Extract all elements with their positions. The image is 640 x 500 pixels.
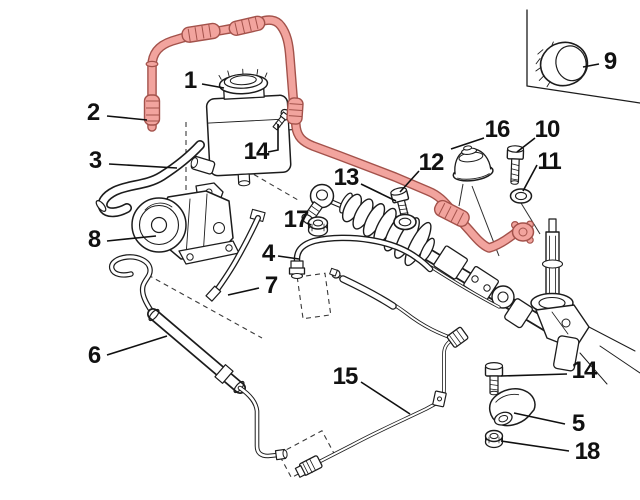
part-callout-18: 18	[574, 438, 601, 465]
reservoir-cap	[535, 41, 589, 88]
callout-leader-11	[522, 164, 538, 192]
cooler-pipe	[108, 254, 288, 461]
washer-11	[509, 188, 533, 204]
callout-leader-14	[267, 124, 279, 153]
part-callout-13: 13	[333, 164, 360, 191]
callout-leader-6	[106, 335, 168, 356]
part-callout-9: 9	[603, 48, 617, 75]
part-callout-16: 16	[484, 116, 511, 143]
part-callout-17: 17	[283, 206, 310, 233]
part-callout-15: 15	[332, 363, 359, 390]
callout-leaders	[106, 63, 600, 452]
steering-rack	[417, 218, 640, 385]
callout-leader-7	[227, 287, 260, 296]
fluid-reservoir	[190, 68, 296, 187]
steering-pump	[131, 182, 266, 265]
callout-leader-17	[306, 222, 312, 226]
callout-leader-9	[582, 63, 600, 68]
callout-leader-8	[106, 235, 157, 242]
part-callout-4: 4	[261, 240, 275, 267]
banjo-fitting	[511, 220, 535, 244]
callout-leader-2	[106, 115, 148, 121]
bolt-10	[506, 145, 525, 185]
callout-leader-5	[513, 412, 566, 425]
part-callout-8: 8	[87, 226, 101, 253]
callout-leader-15	[360, 381, 411, 415]
callout-leader-3	[108, 163, 178, 169]
part-callout-2: 2	[86, 99, 100, 126]
clamp-bracket	[488, 388, 536, 427]
suction-hose	[288, 234, 434, 280]
part-callout-5: 5	[571, 410, 585, 437]
part-callout-7: 7	[264, 272, 278, 299]
nut-18	[484, 429, 504, 449]
part-callout-14: 14	[571, 357, 598, 384]
callout-leader-1	[201, 83, 225, 89]
nut-17	[307, 216, 329, 237]
callout-leader-18	[500, 440, 570, 452]
part-callout-3: 3	[88, 147, 102, 174]
part-callout-12: 12	[418, 149, 445, 176]
part-callout-10: 10	[534, 116, 561, 143]
part-callout-1: 1	[183, 67, 197, 94]
callout-leader-12	[399, 170, 420, 193]
bolt-12-13	[390, 187, 417, 231]
part-callout-11: 11	[537, 148, 561, 175]
part-callout-14: 14	[243, 138, 270, 165]
grommet	[452, 145, 494, 182]
bolt-14-bottom	[484, 362, 504, 396]
callout-leader-10	[516, 137, 536, 153]
return-pipe	[294, 267, 469, 478]
pressure-hose-highlighted	[143, 15, 535, 253]
breather-hose	[205, 215, 261, 302]
inset-divider	[526, 9, 640, 104]
part-callout-6: 6	[87, 342, 101, 369]
callout-leader-16	[450, 137, 485, 150]
callout-leader-4	[277, 255, 300, 260]
callout-leader-14	[500, 373, 568, 377]
callout-leader-13	[360, 183, 397, 202]
